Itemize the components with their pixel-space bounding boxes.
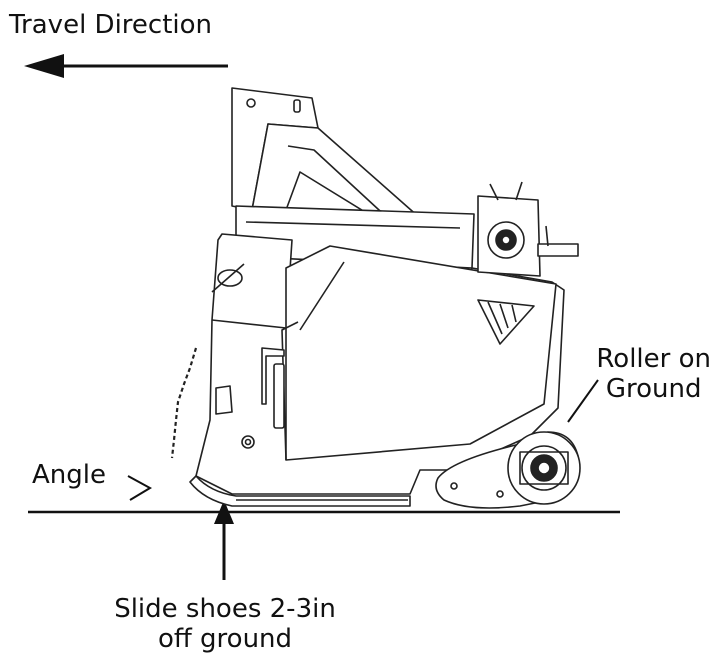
machine-body <box>170 87 581 509</box>
roller-label-line-1: Roller on <box>596 344 711 374</box>
slide-label-line-1: Slide shoes 2-3in <box>114 594 336 624</box>
travel-direction-label: Travel Direction <box>9 10 213 40</box>
angle-chevron <box>127 475 153 501</box>
slide-label-line-2: off ground <box>157 624 293 654</box>
angle-label: Angle <box>32 460 106 490</box>
slide-shoe <box>189 475 411 507</box>
tensioner-assembly <box>477 181 579 277</box>
roller-pointer-line <box>567 379 599 423</box>
roller-on-ground-label: Roller on Ground <box>596 344 711 404</box>
travel-direction-arrow <box>24 54 228 78</box>
slide-shoe-arrow <box>214 500 234 580</box>
ground-roller <box>507 431 581 505</box>
slide-shoes-label: Slide shoes 2-3in off ground <box>100 594 350 654</box>
frame-handle <box>261 347 285 405</box>
chain <box>170 347 198 459</box>
triangle-stripes-logo <box>477 299 535 345</box>
roller-label-line-2: Ground <box>605 374 702 404</box>
